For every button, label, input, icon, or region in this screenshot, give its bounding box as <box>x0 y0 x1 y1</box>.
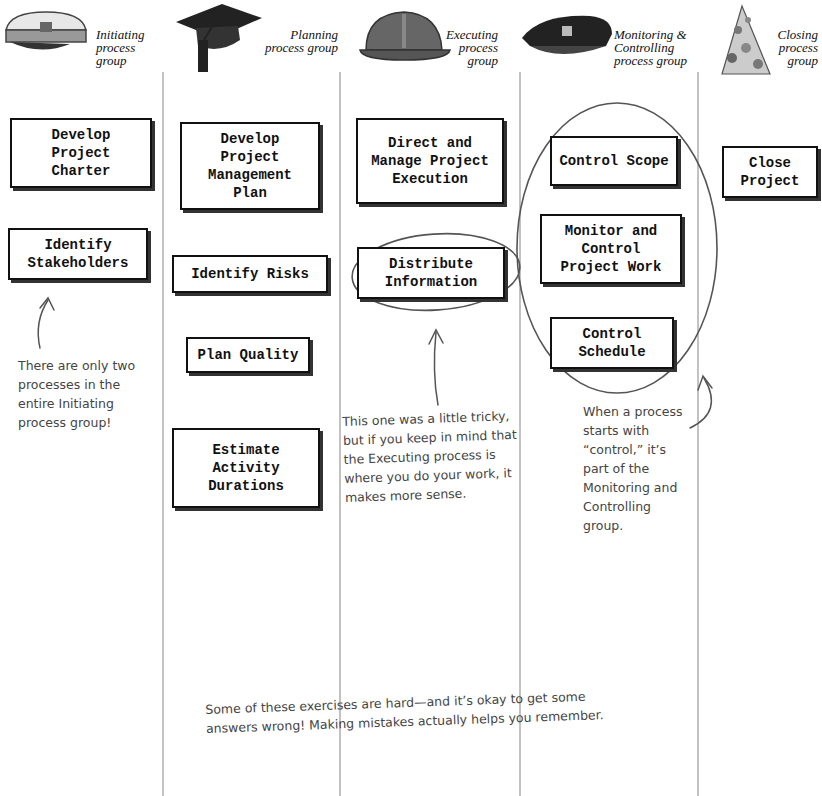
mortarboard-icon <box>176 4 262 72</box>
process-name: Plan Quality <box>198 346 299 364</box>
police-cap-icon <box>522 16 612 54</box>
hard-hat-icon <box>360 12 450 60</box>
process-box: Estimate Activity Durations <box>172 428 320 508</box>
handwritten-note: This one was a little tricky, but if you… <box>342 406 523 507</box>
process-box: Identify Risks <box>172 255 328 293</box>
column-header: Monitoring & Controlling process group <box>614 28 698 67</box>
column-header: Executing process group <box>446 28 498 67</box>
process-name: Monitor and Control Project Work <box>548 222 674 276</box>
process-box: Develop Project Charter <box>10 118 152 188</box>
column-divider <box>162 72 163 796</box>
captain-hat-icon <box>6 12 86 50</box>
column-header: Planning process group <box>262 28 338 54</box>
process-name: Estimate Activity Durations <box>180 441 312 495</box>
handwritten-note: Some of these exercises are hard—and it’… <box>205 685 626 738</box>
note-arrow <box>38 300 48 348</box>
process-name: Control Schedule <box>558 325 666 361</box>
process-name: Identify Stakeholders <box>16 236 140 272</box>
process-box: Close Project <box>722 146 818 198</box>
party-hat-icon <box>722 6 770 74</box>
column-header: Closing process group <box>768 28 818 67</box>
process-name: Control Scope <box>559 152 668 170</box>
process-box: Develop Project Management Plan <box>180 122 320 210</box>
column-divider <box>339 72 340 796</box>
process-name: Identify Risks <box>191 265 309 283</box>
column-divider <box>697 72 698 796</box>
column-header: Initiating process group <box>96 28 166 67</box>
process-name: Close Project <box>730 154 810 190</box>
process-box: Identify Stakeholders <box>8 228 148 280</box>
handwritten-note: When a process starts with “control,” it… <box>583 402 695 535</box>
process-name: Develop Project Management Plan <box>188 130 312 202</box>
note-arrow-head <box>40 298 54 310</box>
column-divider <box>519 72 520 796</box>
note-arrow <box>434 332 438 405</box>
highlight-circle <box>350 228 523 316</box>
process-name: Direct and Manage Project Execution <box>364 134 496 188</box>
process-name: Distribute Information <box>365 255 497 291</box>
process-box: Direct and Manage Project Execution <box>356 118 504 204</box>
process-box: Distribute Information <box>357 247 505 299</box>
process-box: Monitor and Control Project Work <box>540 214 682 284</box>
process-name: Develop Project Charter <box>18 126 144 180</box>
highlight-circle <box>517 103 717 393</box>
process-box: Control Scope <box>550 136 678 186</box>
note-arrow <box>690 378 711 428</box>
process-box: Plan Quality <box>186 337 310 373</box>
handwritten-note: There are only two processes in the enti… <box>18 356 144 432</box>
process-box: Control Schedule <box>550 317 674 369</box>
note-arrow <box>698 376 712 390</box>
note-arrow <box>429 330 443 344</box>
